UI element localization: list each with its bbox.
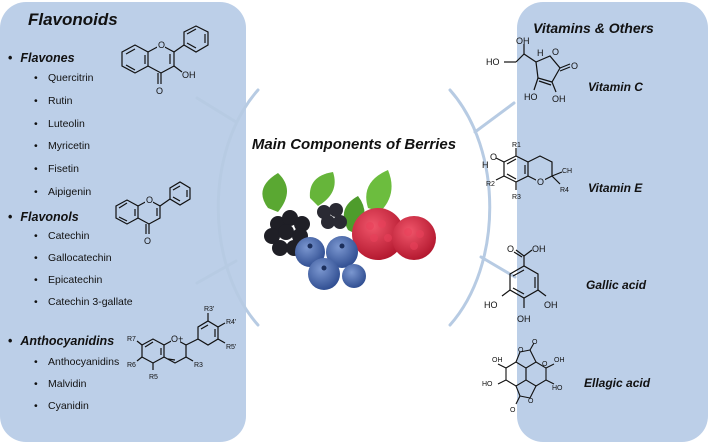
atom-label: OH: [532, 244, 546, 254]
raspberry-icon: [352, 208, 436, 260]
list-item: •Quercitrin: [34, 72, 94, 84]
atom-label: O: [542, 361, 548, 368]
atom-label: O: [528, 398, 534, 405]
atom-label: OH: [182, 70, 196, 80]
atom-label: R4': [226, 319, 236, 326]
atom-label: OH: [544, 300, 558, 310]
list-item: •Malvidin: [34, 378, 87, 390]
list-item: •Catechin 3-gallate: [34, 296, 133, 308]
list-item: •Myricetin: [34, 140, 91, 152]
left-bracket: [216, 88, 260, 327]
flavone-structure: O O OH: [121, 25, 209, 96]
vitamin-e-structure: R1 O H R2 R3 O CH R4: [482, 142, 572, 201]
atom-label: O: [507, 244, 514, 254]
atom-label: R4: [560, 187, 569, 194]
atom-label: R7: [127, 336, 136, 343]
gallic-acid-label: Gallic acid: [586, 278, 647, 292]
anthocyanidin-structure: O+ R7 R6 R5 R3 R3' R4' R5': [127, 306, 236, 381]
atom-label: HO: [524, 92, 538, 102]
connector-gallic: [479, 255, 517, 279]
list-item: •Rutin: [34, 95, 73, 107]
atom-label: CH: [562, 168, 572, 175]
main-title: Main Components of Berries: [251, 136, 457, 153]
atom-label: HO: [482, 381, 493, 388]
atom-label: OH: [516, 36, 530, 46]
vitamins-panel: [517, 2, 708, 442]
atom-label: H: [482, 160, 489, 170]
atom-label: O: [518, 347, 524, 354]
ellagic-acid-label: Ellagic acid: [584, 376, 651, 390]
list-item: •Anthocyanidins: [34, 356, 120, 368]
vitamin-e-label: Vitamin E: [588, 181, 643, 195]
flavonol-structure: O O: [115, 181, 191, 246]
leaf-icon: [366, 170, 392, 212]
atom-label: O: [146, 195, 153, 205]
connector-flavones: [195, 96, 238, 124]
list-item: •Gallocatechin: [34, 252, 112, 264]
vitamin-c-structure: HO OH H O O HO OH: [486, 36, 578, 104]
atom-label: R2: [486, 181, 495, 188]
blackberry-icon: [317, 203, 347, 229]
berries-illustration: [262, 170, 436, 290]
atom-label: O+: [171, 334, 183, 344]
atom-label: O: [158, 40, 165, 50]
list-item: •Epicatechin: [34, 274, 103, 286]
atom-label: O: [537, 177, 544, 187]
group-anthocyanidins: •Anthocyanidins: [8, 334, 115, 348]
list-item: •Aipigenin: [34, 186, 92, 198]
atom-label: R5: [149, 374, 158, 381]
leaf-icon: [262, 173, 287, 212]
group-flavones: •Flavones: [8, 51, 75, 65]
vitamins-title: Vitamins & Others: [533, 20, 654, 36]
atom-label: R5': [226, 344, 236, 351]
atom-label: O: [144, 236, 151, 246]
flavonoids-title: Flavonoids: [28, 10, 118, 29]
atom-label: HO: [552, 385, 563, 392]
atom-label: O: [490, 152, 497, 162]
list-item: •Catechin: [34, 230, 90, 242]
connector-flavonols: [195, 259, 238, 285]
atom-label: OH: [492, 357, 503, 364]
ellagic-acid-structure: O OH HO O O OH HO O O: [482, 339, 565, 414]
gallic-acid-structure: O OH HO OH OH: [484, 244, 558, 324]
atom-label: R3: [512, 194, 521, 201]
atom-label: O: [510, 407, 516, 414]
atom-label: R6: [127, 362, 136, 369]
atom-label: HO: [484, 300, 498, 310]
atom-label: O: [532, 339, 538, 346]
atom-label: HO: [486, 57, 500, 67]
atom-label: H: [537, 48, 544, 58]
leaf-icon: [309, 172, 335, 206]
atom-label: OH: [552, 94, 566, 104]
atom-label: O: [552, 47, 559, 57]
blueberry-icon: [295, 236, 366, 290]
atom-label: OH: [554, 357, 565, 364]
group-flavonols: •Flavonols: [8, 210, 79, 224]
atom-label: R3: [194, 362, 203, 369]
right-bracket: [448, 88, 492, 327]
connector-vitamin-c: [473, 101, 516, 134]
list-item: •Cyanidin: [34, 400, 89, 412]
list-item: •Luteolin: [34, 118, 85, 130]
atom-label: R1: [512, 142, 521, 149]
atom-label: O: [156, 86, 163, 96]
list-item: •Fisetin: [34, 163, 79, 175]
atom-label: OH: [517, 314, 531, 324]
atom-label: R3': [204, 306, 214, 313]
atom-label: O: [571, 61, 578, 71]
vitamin-c-label: Vitamin C: [588, 80, 643, 94]
